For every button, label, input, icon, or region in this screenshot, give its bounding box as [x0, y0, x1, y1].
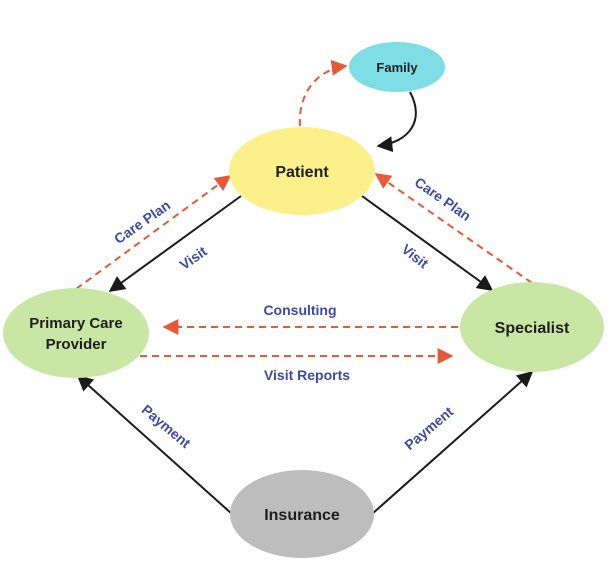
insurance-label: Insurance	[264, 507, 340, 524]
care-plan-right-label: Care Plan	[412, 174, 474, 224]
node-specialist: Specialist	[460, 282, 604, 372]
primary-care-label-line1: Primary Care	[29, 315, 122, 332]
care-plan-left-label: Care Plan	[111, 197, 173, 247]
edge-visit-left	[108, 195, 242, 292]
edge-payment-right	[371, 370, 534, 515]
node-family: Family	[349, 42, 445, 92]
payment-left-label: Payment	[139, 401, 194, 451]
edge-patient-to-family	[298, 59, 348, 127]
edge-care-plan-right	[374, 173, 533, 284]
primary-care-label-line2: Provider	[46, 336, 107, 353]
primary-care-ellipse	[3, 288, 149, 378]
visit-left-label: Visit	[177, 243, 210, 273]
edge-payment-left	[76, 374, 233, 515]
consulting-label: Consulting	[263, 302, 336, 318]
patient-ellipse	[229, 127, 375, 215]
edge-family-to-patient	[376, 91, 417, 153]
node-patient: Patient	[229, 127, 375, 215]
specialist-ellipse	[460, 282, 604, 372]
specialist-label: Specialist	[495, 320, 570, 337]
family-ellipse	[349, 42, 445, 92]
node-primary-care-provider: Primary Care Provider	[3, 288, 149, 378]
patient-label: Patient	[275, 164, 329, 181]
edge-care-plan-left	[75, 175, 232, 290]
family-label: Family	[376, 60, 418, 75]
node-insurance: Insurance	[230, 470, 374, 558]
visit-right-label: Visit	[399, 241, 432, 272]
insurance-ellipse	[230, 470, 374, 558]
edge-visit-right	[361, 195, 494, 291]
visit-reports-label: Visit Reports	[264, 367, 350, 383]
